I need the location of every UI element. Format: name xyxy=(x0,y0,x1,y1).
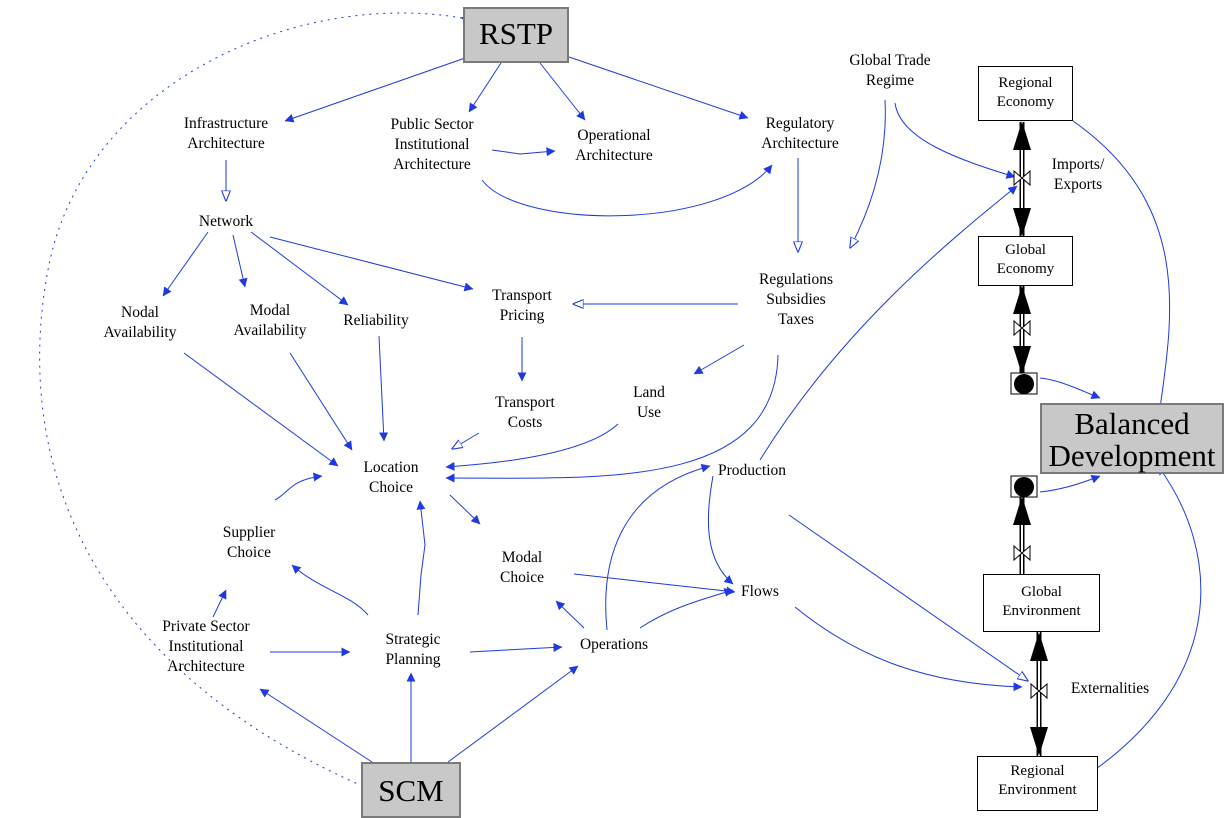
land-use-label: Land Use xyxy=(633,384,665,421)
operational-architecture-label: Operational Architecture xyxy=(575,127,653,164)
transport-pricing-label: Transport Pricing xyxy=(492,287,552,324)
network-label: Network xyxy=(198,213,254,230)
reliability-label: Reliability xyxy=(343,312,409,329)
transport-costs-label: Transport Costs xyxy=(495,394,555,431)
valve-global-economy xyxy=(1013,319,1031,337)
cloud-icon-bottom xyxy=(1010,475,1038,498)
global-economy-box: Global Economy xyxy=(978,236,1073,286)
causal-links xyxy=(162,56,1202,779)
scm-box: SCM xyxy=(361,762,461,818)
infrastructure-architecture-label: Infrastructure Architecture xyxy=(183,115,269,152)
valve-global-environment xyxy=(1013,544,1031,562)
imports-exports-label: Imports/ Exports xyxy=(1051,156,1105,193)
global-trade-regime-label: Global Trade Regime xyxy=(849,52,931,89)
location-choice-label: Location Choice xyxy=(363,459,419,496)
regulatory-architecture-label: Regulatory Architecture xyxy=(761,115,839,152)
valve-imports-exports xyxy=(1013,169,1031,187)
rstp-box: RSTP xyxy=(463,7,569,63)
modal-choice-label: Modal Choice xyxy=(500,549,544,586)
valve-externalities xyxy=(1030,682,1048,700)
cloud-icon-top xyxy=(1010,372,1038,395)
public-sector-institutional-architecture-label: Public Sector Institutional Architecture xyxy=(390,116,474,173)
strategic-planning-label: Strategic Planning xyxy=(385,631,441,668)
balanced-development-box: Balanced Development xyxy=(1040,403,1224,474)
nodal-availability-label: Nodal Availability xyxy=(103,304,177,341)
regulations-subsidies-taxes-label: Regulations Subsidies Taxes xyxy=(758,271,834,328)
flows-label: Flows xyxy=(741,583,779,600)
private-sector-institutional-architecture-label: Private Sector Institutional Architectur… xyxy=(162,618,250,675)
regional-environment-box: Regional Environment xyxy=(977,756,1098,811)
global-environment-box: Global Environment xyxy=(983,574,1100,632)
modal-availability-label: Modal Availability xyxy=(233,302,307,339)
externalities-label: Externalities xyxy=(1070,680,1150,697)
production-label: Production xyxy=(717,462,787,479)
regional-economy-box: Regional Economy xyxy=(978,66,1073,121)
stock-flow-pipes xyxy=(1013,121,1048,756)
flow-valves xyxy=(1013,169,1048,700)
operations-label: Operations xyxy=(579,636,648,653)
supplier-choice-label: Supplier Choice xyxy=(222,524,276,561)
